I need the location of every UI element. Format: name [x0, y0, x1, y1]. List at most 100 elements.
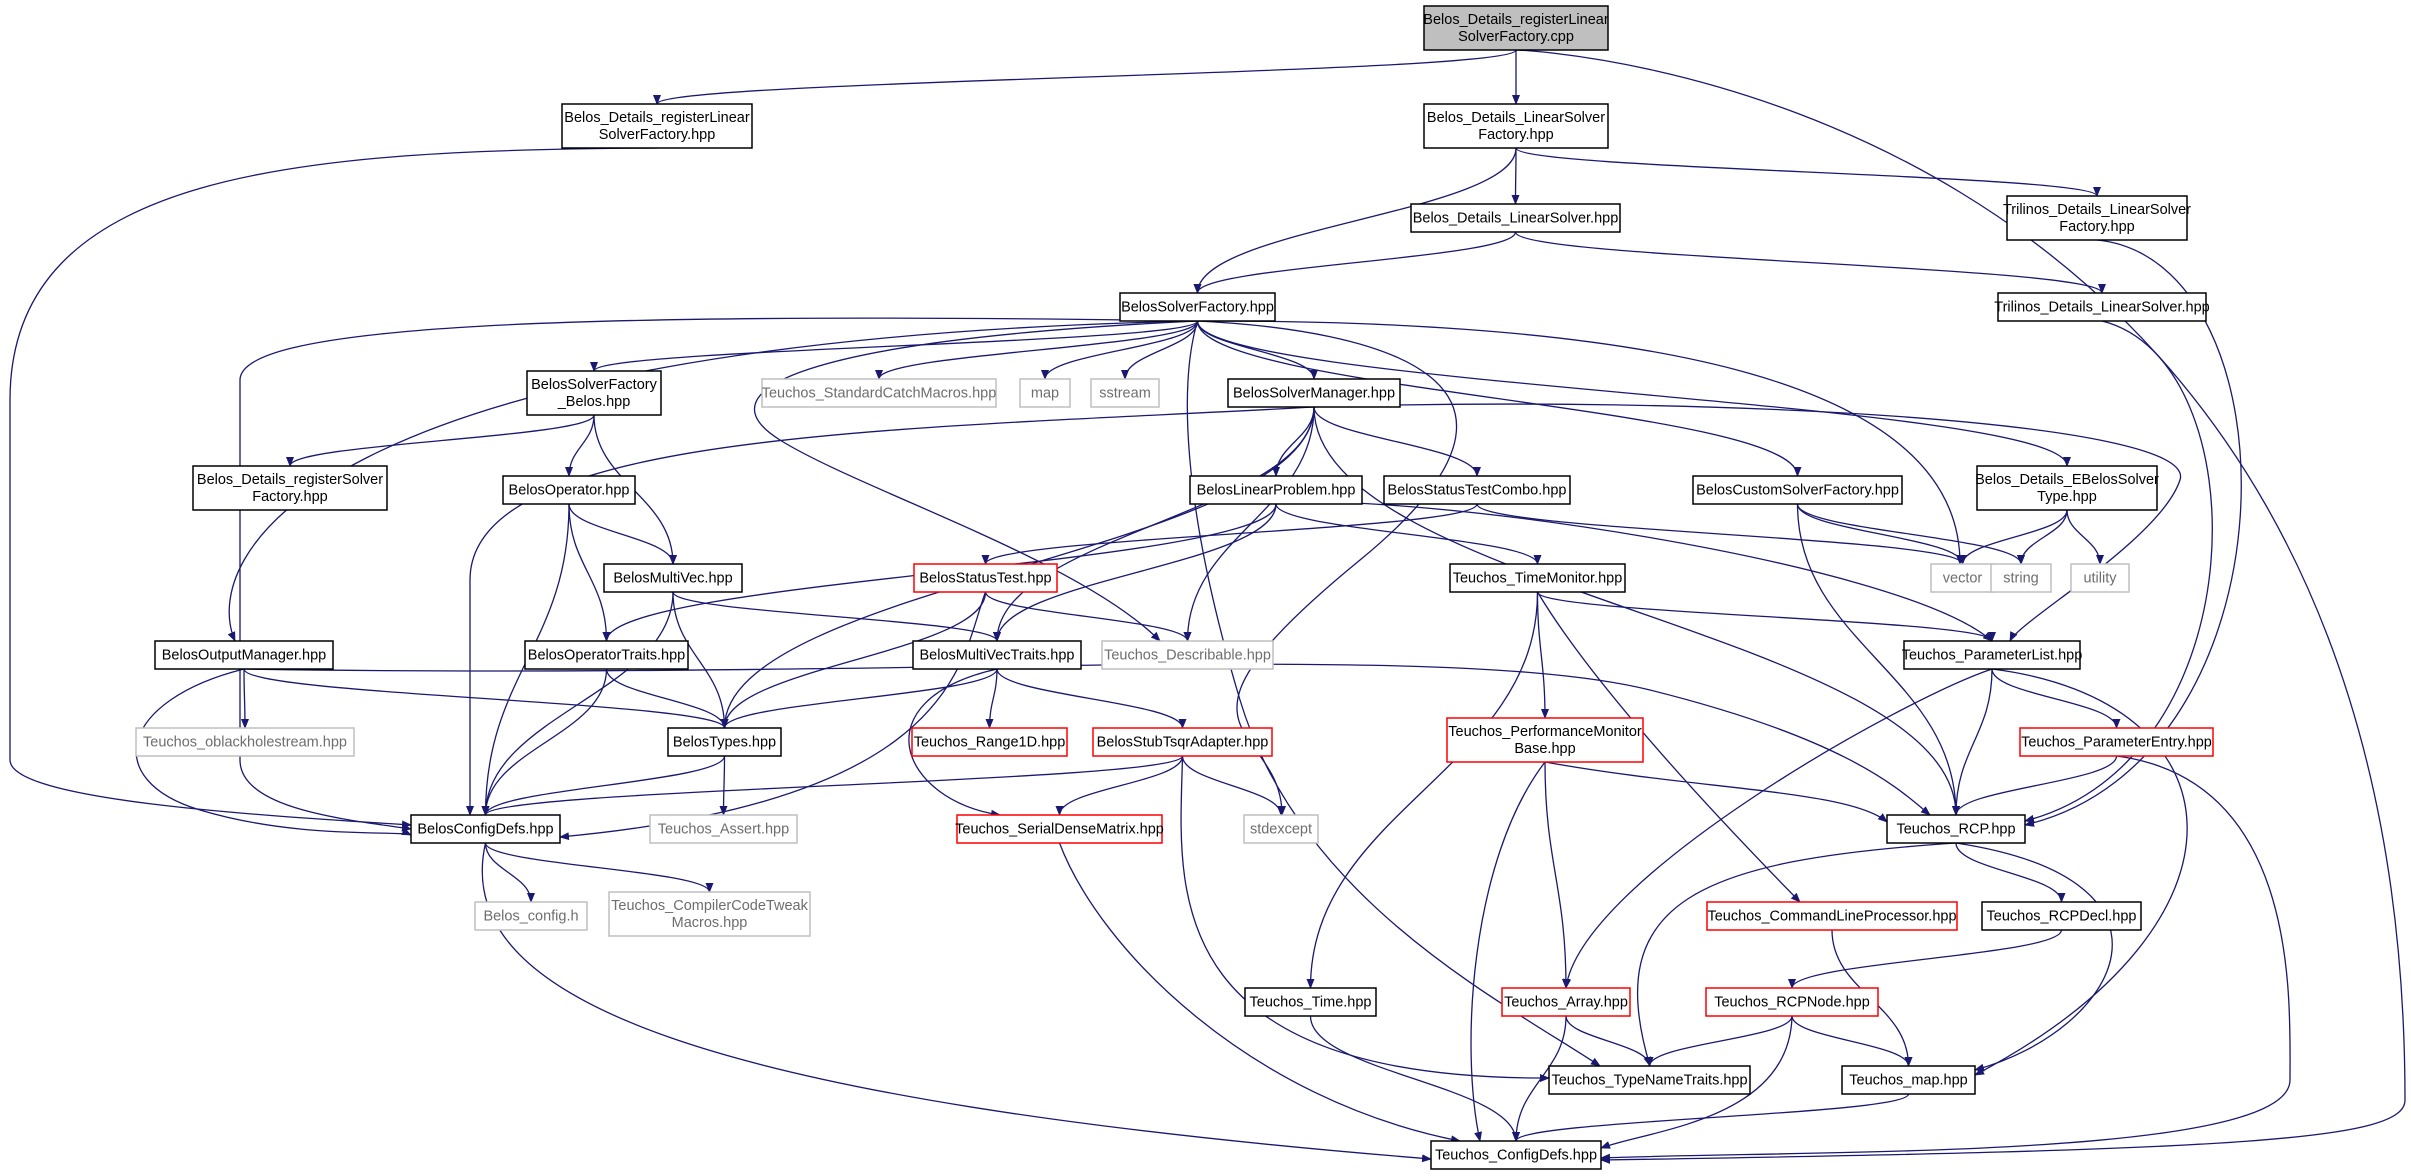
- node-bmv[interactable]: BelosMultiVec.hpp: [603, 563, 743, 593]
- node-reg_hpp[interactable]: Belos_Details_registerLinearSolverFactor…: [561, 103, 753, 149]
- node-blp[interactable]: BelosLinearProblem.hpp: [1189, 475, 1363, 505]
- node-box[interactable]: [608, 891, 811, 937]
- node-box[interactable]: [410, 814, 561, 844]
- node-box[interactable]: [526, 370, 662, 416]
- node-bmvt[interactable]: BelosMultiVecTraits.hpp: [912, 640, 1082, 670]
- node-bstc[interactable]: BelosStatusTestCombo.hpp: [1383, 475, 1571, 505]
- node-bcd[interactable]: BelosConfigDefs.hpp: [410, 814, 561, 844]
- node-trcp[interactable]: Teuchos_RCP.hpp: [1886, 814, 2026, 844]
- node-box[interactable]: [1705, 987, 1879, 1017]
- node-catch[interactable]: Teuchos_StandardCatchMacros.hpp: [761, 378, 997, 408]
- node-tri_ls[interactable]: Trilinos_Details_LinearSolver.hpp: [1994, 292, 2210, 322]
- node-root[interactable]: Belos_Details_registerLinearSolverFactor…: [1423, 5, 1609, 51]
- node-box[interactable]: [1092, 727, 1273, 757]
- node-bopt[interactable]: BelosOperatorTraits.hpp: [524, 640, 689, 670]
- node-box[interactable]: [913, 563, 1058, 593]
- node-box[interactable]: [912, 640, 1082, 670]
- node-box[interactable]: [1244, 987, 1377, 1017]
- node-box[interactable]: [1410, 203, 1621, 233]
- node-box[interactable]: [649, 814, 798, 844]
- node-trcpnode[interactable]: Teuchos_RCPNode.hpp: [1705, 987, 1879, 1017]
- node-tmap[interactable]: Teuchos_map.hpp: [1841, 1065, 1976, 1095]
- node-box[interactable]: [2006, 195, 2188, 241]
- node-box[interactable]: [561, 103, 753, 149]
- node-bconfig[interactable]: Belos_config.h: [474, 901, 588, 931]
- node-stdexcept[interactable]: stdexcept: [1243, 814, 1319, 844]
- node-box[interactable]: [1981, 901, 2142, 931]
- node-box[interactable]: [1976, 465, 2158, 511]
- node-box[interactable]: [1990, 563, 2052, 593]
- node-box[interactable]: [1119, 292, 1276, 322]
- node-bop[interactable]: BelosOperator.hpp: [502, 475, 636, 505]
- node-bstsqr[interactable]: BelosStubTsqrAdapter.hpp: [1092, 727, 1273, 757]
- node-box[interactable]: [1383, 475, 1571, 505]
- node-box[interactable]: [1706, 901, 1958, 931]
- node-box[interactable]: [911, 727, 1068, 757]
- node-tclp[interactable]: Teuchos_CommandLineProcessor.hpp: [1706, 901, 1958, 931]
- node-box[interactable]: [192, 465, 388, 511]
- node-box[interactable]: [1449, 563, 1626, 593]
- node-tarray[interactable]: Teuchos_Array.hpp: [1501, 987, 1631, 1017]
- node-bsm[interactable]: BelosSolverManager.hpp: [1227, 378, 1401, 408]
- edge-bopt-to-btypes: [605, 668, 729, 729]
- node-trange[interactable]: Teuchos_Range1D.hpp: [911, 727, 1068, 757]
- node-vector[interactable]: vector: [1930, 563, 1995, 593]
- node-box[interactable]: [1548, 1065, 1751, 1095]
- node-utility[interactable]: utility: [2070, 563, 2130, 593]
- node-box[interactable]: [1243, 814, 1319, 844]
- node-tcd[interactable]: Teuchos_ConfigDefs.hpp: [1430, 1140, 1602, 1170]
- node-box[interactable]: [1886, 814, 2026, 844]
- node-ttm[interactable]: Teuchos_TimeMonitor.hpp: [1449, 563, 1626, 593]
- node-box[interactable]: [956, 814, 1163, 844]
- node-toblack[interactable]: Teuchos_oblackholestream.hpp: [135, 727, 355, 757]
- node-box[interactable]: [1423, 5, 1609, 51]
- node-ttime[interactable]: Teuchos_Time.hpp: [1244, 987, 1377, 1017]
- node-tpl[interactable]: Teuchos_ParameterList.hpp: [1902, 640, 2083, 670]
- node-box[interactable]: [502, 475, 636, 505]
- node-box[interactable]: [1423, 103, 1609, 149]
- node-box[interactable]: [1501, 987, 1631, 1017]
- node-box[interactable]: [1019, 378, 1071, 408]
- node-box[interactable]: [1227, 378, 1401, 408]
- node-box[interactable]: [1841, 1065, 1976, 1095]
- node-ttnt[interactable]: Teuchos_TypeNameTraits.hpp: [1548, 1065, 1751, 1095]
- node-string[interactable]: string: [1990, 563, 2052, 593]
- node-tpe[interactable]: Teuchos_ParameterEntry.hpp: [2019, 727, 2214, 757]
- node-box[interactable]: [1903, 640, 2081, 670]
- node-bst[interactable]: BelosStatusTest.hpp: [913, 563, 1058, 593]
- node-box[interactable]: [2019, 727, 2214, 757]
- node-ls[interactable]: Belos_Details_LinearSolver.hpp: [1410, 203, 1621, 233]
- node-tsdm[interactable]: Teuchos_SerialDenseMatrix.hpp: [955, 814, 1164, 844]
- node-btypes[interactable]: BelosTypes.hpp: [667, 727, 782, 757]
- node-map[interactable]: map: [1019, 378, 1071, 408]
- node-tassert[interactable]: Teuchos_Assert.hpp: [649, 814, 798, 844]
- node-bom[interactable]: BelosOutputManager.hpp: [154, 640, 334, 670]
- node-box[interactable]: [1090, 378, 1160, 408]
- node-box[interactable]: [1692, 475, 1903, 505]
- node-tdesc[interactable]: Teuchos_Describable.hpp: [1101, 640, 1274, 670]
- node-box[interactable]: [1101, 640, 1274, 670]
- node-bcsf[interactable]: BelosCustomSolverFactory.hpp: [1692, 475, 1903, 505]
- node-box[interactable]: [154, 640, 334, 670]
- node-box[interactable]: [667, 727, 782, 757]
- node-trcpdecl[interactable]: Teuchos_RCPDecl.hpp: [1981, 901, 2142, 931]
- node-box[interactable]: [1446, 717, 1644, 763]
- node-box[interactable]: [1189, 475, 1363, 505]
- node-box[interactable]: [474, 901, 588, 931]
- node-box[interactable]: [1997, 292, 2207, 322]
- node-box[interactable]: [761, 378, 997, 408]
- node-bsf[interactable]: BelosSolverFactory.hpp: [1119, 292, 1276, 322]
- node-box[interactable]: [1430, 1140, 1602, 1170]
- node-bsf_belos[interactable]: BelosSolverFactory_Belos.hpp: [526, 370, 662, 416]
- node-box[interactable]: [2070, 563, 2130, 593]
- node-box[interactable]: [524, 640, 689, 670]
- node-box[interactable]: [135, 727, 355, 757]
- node-sstream[interactable]: sstream: [1090, 378, 1160, 408]
- node-box[interactable]: [603, 563, 743, 593]
